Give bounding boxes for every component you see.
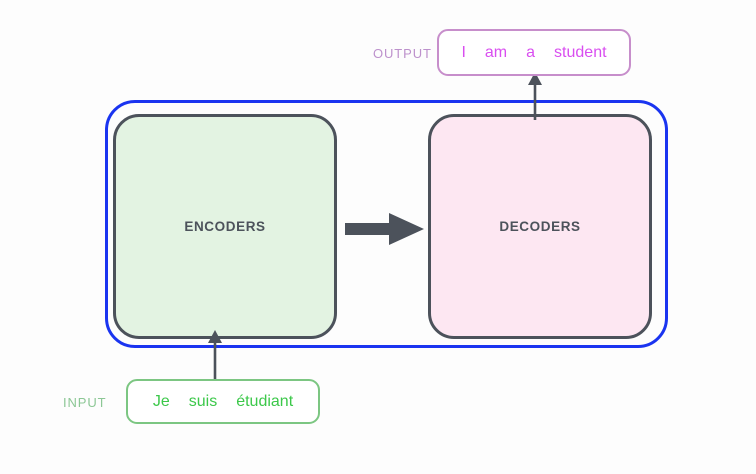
- output-sentence-box[interactable]: I am a student: [437, 29, 631, 76]
- input-sentence-box[interactable]: Je suis étudiant: [126, 379, 320, 424]
- input-token: suis: [188, 392, 218, 410]
- decoders-label: DECODERS: [499, 219, 581, 234]
- decoders-to-output-arrow-icon: [523, 72, 547, 120]
- input-token: Je: [152, 392, 170, 410]
- decoders-block[interactable]: DECODERS: [428, 114, 652, 339]
- output-token: a: [526, 43, 536, 61]
- input-label: INPUT: [63, 395, 107, 410]
- output-label: OUTPUT: [373, 46, 432, 61]
- model-boundary-box: [105, 100, 668, 348]
- encoder-to-decoder-arrow-icon: [345, 212, 425, 246]
- encoders-block[interactable]: ENCODERS: [113, 114, 337, 339]
- output-token: I: [461, 43, 466, 61]
- output-token-list: I am a student: [461, 43, 607, 61]
- encoders-label: ENCODERS: [184, 219, 266, 234]
- input-token: étudiant: [236, 392, 294, 410]
- output-token: am: [484, 43, 508, 61]
- output-token: student: [554, 43, 607, 61]
- input-token-list: Je suis étudiant: [152, 392, 294, 410]
